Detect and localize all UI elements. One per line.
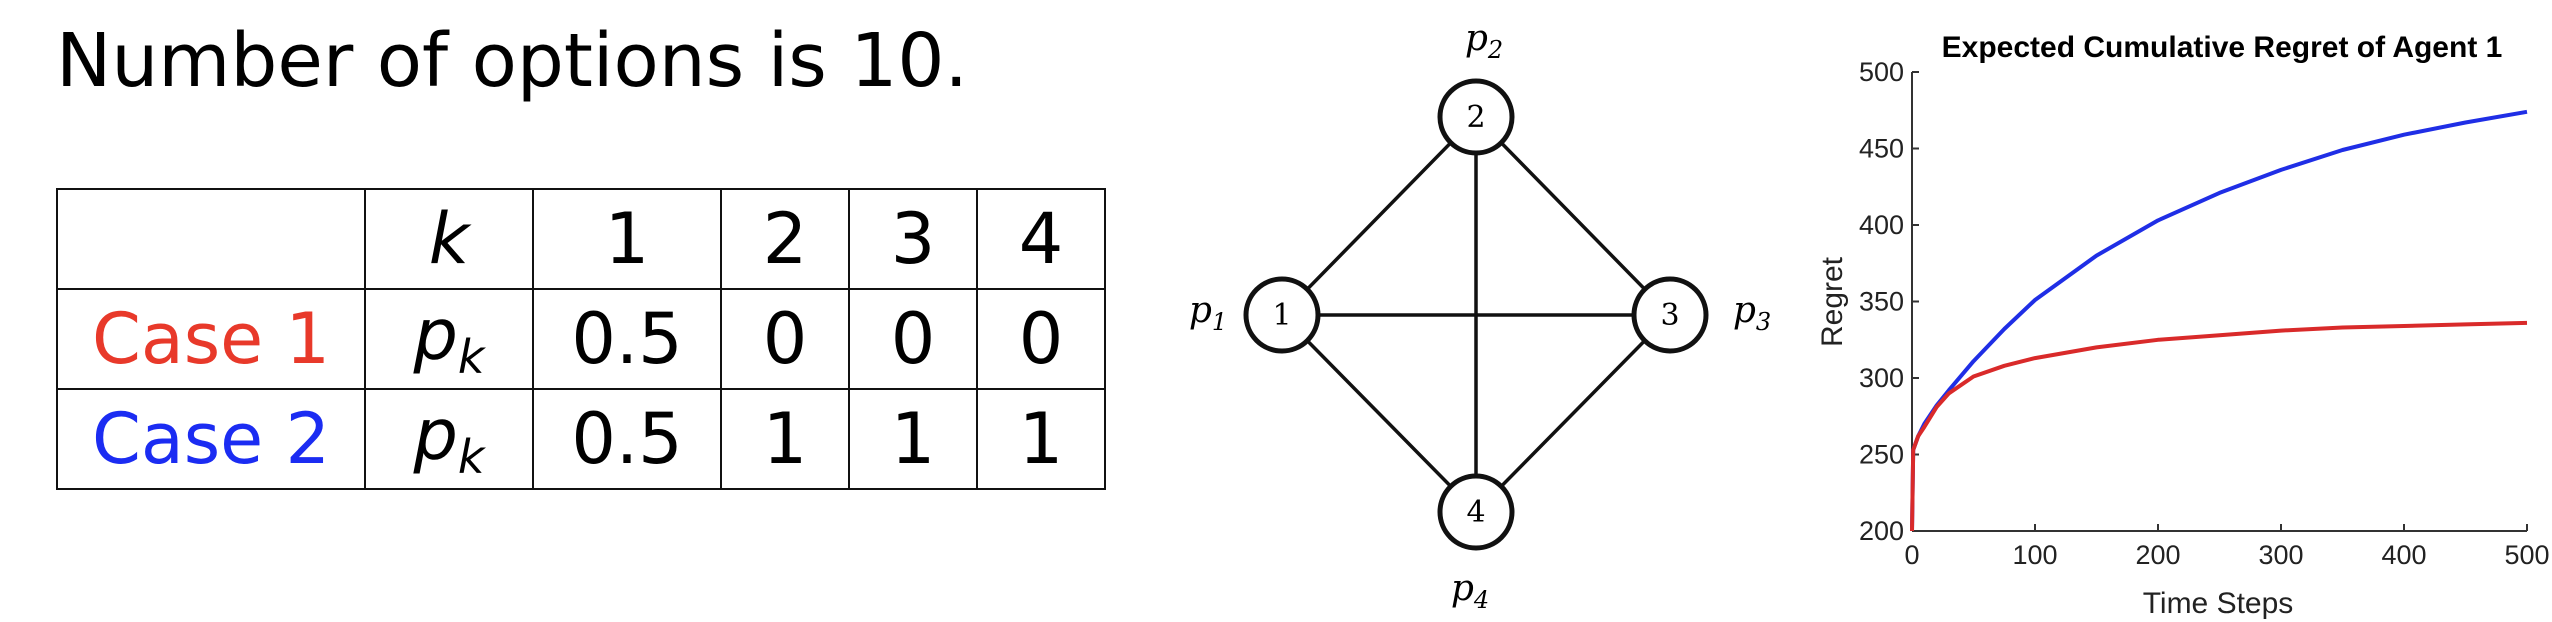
case-2-p-cell: pk: [364, 388, 534, 490]
header-col-3: 3: [848, 188, 978, 290]
y-tick-label: 200: [1859, 516, 1904, 546]
case-2-value-1: 0.5: [532, 388, 722, 490]
node-1-number: 1: [1272, 298, 1291, 333]
x-tick-label: 500: [2504, 540, 2549, 570]
p-subscript: 4: [1473, 586, 1489, 614]
node-1: [1243, 276, 1321, 354]
node-3-number: 3: [1660, 298, 1679, 333]
x-tick-label: 200: [2135, 540, 2180, 570]
y-tick-label: 450: [1859, 134, 1904, 164]
graph-edges: [1280, 115, 1672, 514]
x-tick-label: 300: [2258, 540, 2303, 570]
edge-1-2: [1280, 115, 1478, 317]
p-symbol: p: [1189, 290, 1212, 331]
case-1-p-cell: pk: [364, 288, 534, 390]
edge-4-1: [1280, 313, 1478, 514]
case-2-value-4: 1: [976, 388, 1106, 490]
case-1-value-3: 0: [848, 288, 978, 390]
x-tick-label: 400: [2381, 540, 2426, 570]
node-3-p-label: p3: [1733, 290, 1771, 336]
node-1-p-label: p1: [1189, 290, 1227, 336]
case-2-label: Case 2: [56, 388, 366, 490]
header-k-cell: k: [364, 188, 534, 290]
y-tick-label: 250: [1859, 440, 1904, 470]
y-tick-label: 400: [1859, 210, 1904, 240]
y-tick-label: 350: [1859, 287, 1904, 317]
header-blank-cell: [56, 188, 366, 290]
edge-2-3: [1474, 115, 1672, 317]
edge-3-4: [1474, 313, 1672, 514]
p-symbol: p: [1451, 568, 1474, 609]
node-3: [1631, 276, 1709, 354]
node-4: [1437, 473, 1515, 551]
table-row: Case 2 pk 0.5 1 1 1: [56, 388, 1106, 490]
header-col-4: 4: [976, 188, 1106, 290]
case-1-value-2: 0: [720, 288, 850, 390]
p-subscript: 3: [1756, 308, 1771, 336]
node-2-number: 2: [1466, 100, 1485, 135]
p-subscript: 1: [1212, 308, 1227, 336]
node-4-p-label: p4: [1451, 568, 1489, 614]
series-line-1: [1910, 109, 2528, 532]
node-2-p-label: p2: [1465, 18, 1503, 64]
table-header-row: k 1 2 3 4: [56, 188, 1106, 290]
case-1-value-4: 0: [976, 288, 1106, 390]
x-axis-label: Time Steps: [2143, 587, 2294, 620]
x-tick-label: 0: [1904, 540, 1919, 570]
x-tick-label: 100: [2012, 540, 2057, 570]
chart-title: Expected Cumulative Regret of Agent 1: [1942, 31, 2503, 64]
header-col-2: 2: [720, 188, 850, 290]
case-2-value-2: 1: [720, 388, 850, 490]
p-symbol: p: [1465, 18, 1488, 59]
series-line-2: [1910, 320, 2528, 532]
p-subscript: k: [457, 430, 485, 484]
y-tick-label: 500: [1859, 57, 1904, 87]
case-table: k 1 2 3 4 Case 1 pk 0.5 0 0 0 Case 2 pk …: [56, 188, 1106, 490]
p-symbol: p: [413, 294, 458, 376]
headline: Number of options is 10.: [56, 18, 969, 104]
case-1-label: Case 1: [56, 288, 366, 390]
p-subscript: 2: [1487, 36, 1503, 64]
node-2: [1437, 78, 1515, 156]
case-2-value-3: 1: [848, 388, 978, 490]
node-4-number: 4: [1466, 495, 1485, 530]
table-row: Case 1 pk 0.5 0 0 0: [56, 288, 1106, 390]
p-subscript: k: [457, 330, 485, 384]
p-symbol: p: [413, 394, 458, 476]
header-col-1: 1: [532, 188, 722, 290]
y-axis-label: Regret: [1816, 256, 1849, 347]
p-symbol: p: [1733, 290, 1756, 331]
case-1-value-1: 0.5: [532, 288, 722, 390]
y-tick-label: 300: [1859, 363, 1904, 393]
